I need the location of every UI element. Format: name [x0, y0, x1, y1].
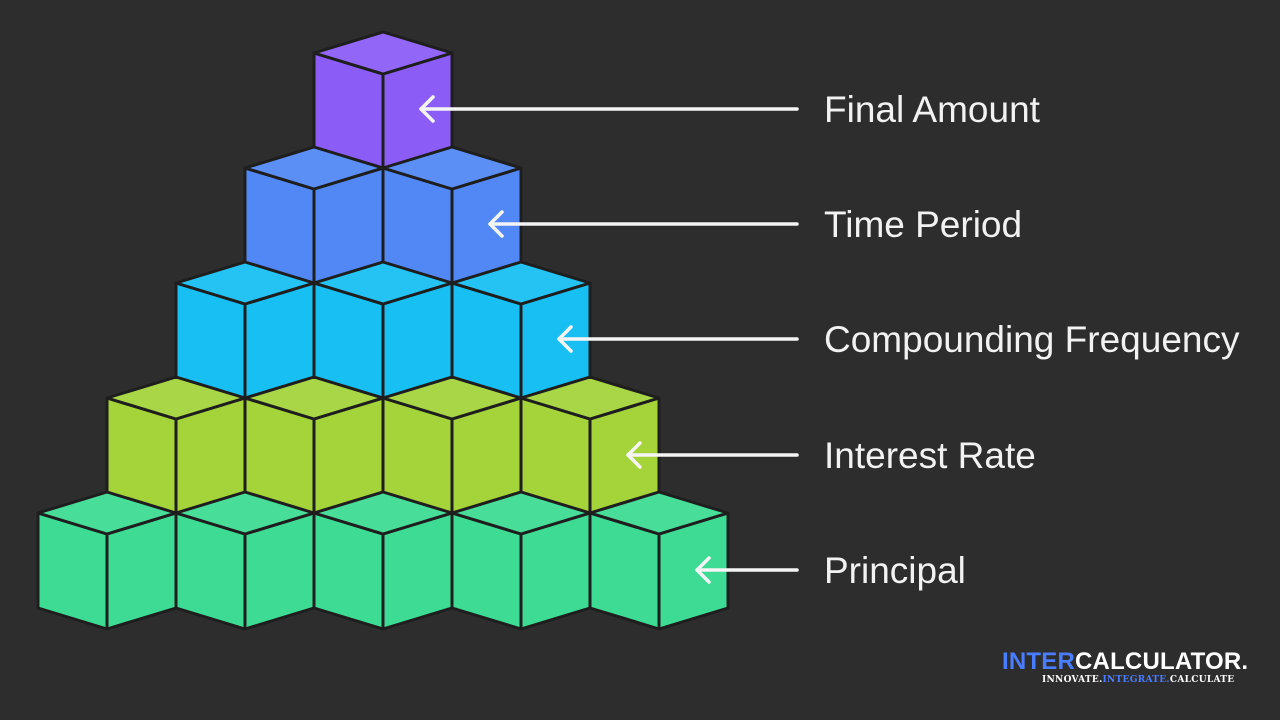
cube-top-face — [312, 30, 454, 76]
arrow-row-3 — [557, 325, 799, 353]
cube — [519, 375, 661, 516]
tagline-calculate: CALCULATE — [1169, 675, 1235, 685]
cube-top-face — [588, 490, 730, 536]
level-label: Time Period — [824, 204, 1022, 245]
level-label: Interest Rate — [824, 435, 1036, 476]
pyramid-row-1 — [312, 30, 454, 171]
logo-calculator-word: CALCULATOR. — [1075, 648, 1249, 675]
logo-tagline: INNOVATE.INTEGRATE.CALCULATE — [1042, 675, 1234, 685]
cube-top-face — [312, 490, 454, 536]
cube — [588, 490, 730, 631]
arrow-head — [419, 95, 435, 123]
arrow-row-1 — [419, 95, 799, 123]
pyramid-row-5 — [36, 490, 730, 631]
cube-top-face — [36, 490, 178, 536]
cube — [450, 490, 592, 631]
cube-top-face — [243, 145, 385, 191]
cube-top-face — [105, 375, 247, 421]
cube — [450, 260, 592, 401]
level-label: Compounding Frequency — [824, 319, 1240, 360]
cube-top-face — [450, 490, 592, 536]
cube-top-face — [174, 260, 316, 306]
cube — [174, 490, 316, 631]
tagline-innovate: INNOVATE. — [1042, 675, 1103, 685]
cube-top-face — [381, 375, 523, 421]
arrow-row-5 — [695, 556, 799, 584]
cube — [36, 490, 178, 631]
cube — [243, 145, 385, 286]
cube-top-face — [450, 260, 592, 306]
arrow-row-4 — [626, 441, 799, 469]
arrow-head — [557, 325, 573, 353]
arrow-head — [695, 556, 711, 584]
level-label: Final Amount — [824, 89, 1041, 130]
cube-top-face — [519, 375, 661, 421]
cube — [312, 260, 454, 401]
cube — [312, 30, 454, 171]
cube — [312, 490, 454, 631]
cube-top-face — [243, 375, 385, 421]
level-label: Principal — [824, 550, 966, 591]
tagline-integrate: INTEGRATE. — [1102, 675, 1170, 685]
cube — [105, 375, 247, 516]
intercalculator-logo: INTERCALCULATOR. INNOVATE.INTEGRATE.CALC… — [1002, 648, 1252, 692]
cube-top-face — [174, 490, 316, 536]
cube-top-face — [381, 145, 523, 191]
cube — [174, 260, 316, 401]
logo-inter-word: INTER — [1002, 648, 1075, 675]
cube-top-face — [312, 260, 454, 306]
arrow-row-2 — [488, 210, 799, 238]
cube — [243, 375, 385, 516]
pyramid-row-4 — [105, 375, 661, 516]
cube — [381, 375, 523, 516]
pyramid-row-3 — [174, 260, 592, 401]
arrow-head — [626, 441, 642, 469]
logo-wordmark: INTERCALCULATOR. — [1002, 648, 1248, 676]
arrow-head — [488, 210, 504, 238]
